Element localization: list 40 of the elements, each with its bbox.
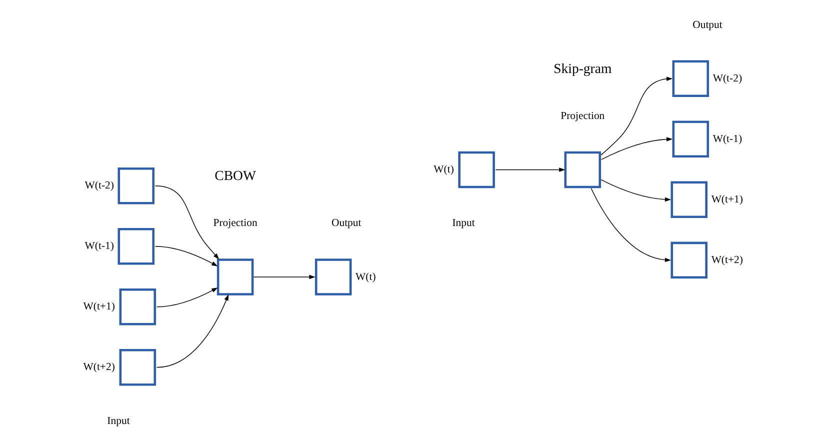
node-box <box>458 151 495 188</box>
node-label: W(t+2) <box>83 361 115 374</box>
node-box <box>216 258 254 296</box>
node-box <box>672 60 710 97</box>
node-box <box>118 167 154 204</box>
node-label: W(t+2) <box>711 254 743 266</box>
label: Skip-gram <box>554 60 612 76</box>
arrow <box>600 76 673 156</box>
arrow <box>590 188 672 262</box>
node-box <box>670 181 708 218</box>
node-box <box>672 120 710 158</box>
label: Input <box>107 414 130 427</box>
label: Input <box>452 217 475 230</box>
arrow <box>154 185 220 260</box>
node-label: W(t) <box>356 270 376 283</box>
node-box <box>118 228 154 265</box>
node-box <box>119 349 156 386</box>
label: Output <box>331 217 362 230</box>
label: Projection <box>560 110 605 122</box>
arrow <box>600 137 673 160</box>
node-box <box>670 242 708 279</box>
arrow <box>156 288 218 308</box>
node-label: W(t+1) <box>83 300 115 313</box>
label: Projection <box>213 217 258 230</box>
node-box <box>564 151 602 188</box>
arrow <box>600 179 672 202</box>
node-label: W(t) <box>434 164 454 176</box>
node-box <box>119 288 156 326</box>
arrow <box>154 246 218 266</box>
node-label: W(t-2) <box>84 180 114 192</box>
node-label: W(t-2) <box>712 72 742 84</box>
label: Output <box>692 18 722 31</box>
arrow <box>253 274 316 280</box>
arrow <box>156 294 229 368</box>
node-box <box>314 258 352 296</box>
arrow <box>495 168 566 172</box>
node-label: W(t-1) <box>712 132 742 145</box>
node-label: W(t+1) <box>711 193 743 206</box>
node-label: W(t-1) <box>84 240 114 252</box>
label: CBOW <box>214 168 256 184</box>
